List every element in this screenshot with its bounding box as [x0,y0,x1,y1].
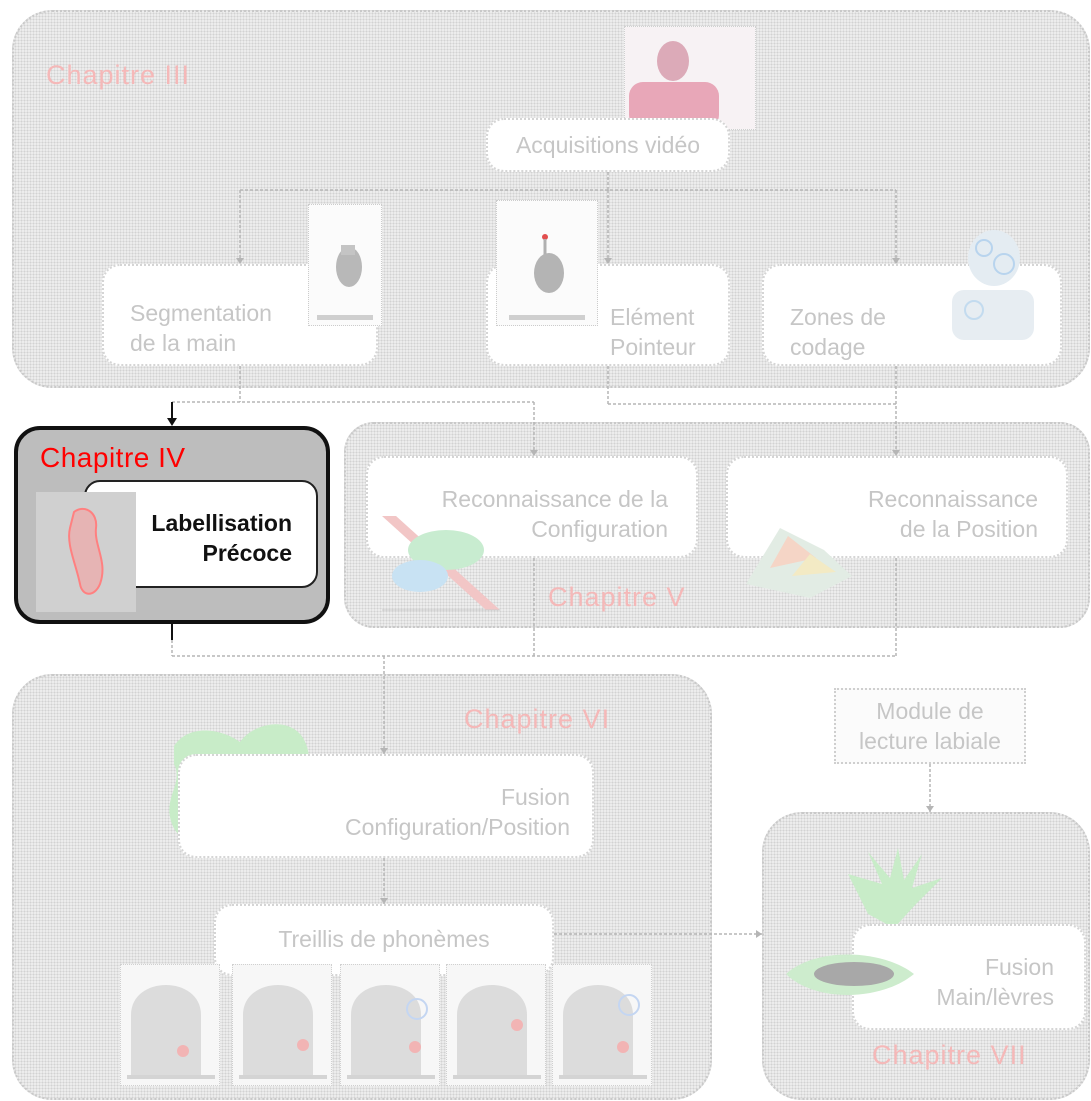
segmented-hand-image [308,204,382,326]
hand-shape-image [838,844,948,930]
lip-reading-module-box: Module de lecture labiale [834,688,1026,764]
lattice-thumbnail-3 [340,964,440,1086]
labelled-hand-image [36,492,136,612]
video-acquisition-box: Acquisitions vidéo [486,118,730,172]
chapter-5-label: Chapitre V [548,582,686,612]
configuration-plot-image [376,506,500,616]
chapter-6-label: Chapitre VI [464,704,611,734]
pointing-hand-image [496,200,598,326]
configuration-position-fusion-box: Fusion Configuration/Position [178,754,594,858]
chapter-4-panel: Chapitre IV Labellisation Précoce [14,426,330,624]
video-acquisition-image [624,26,756,130]
lattice-thumbnail-1 [120,964,220,1086]
lattice-thumbnail-4 [446,964,546,1086]
chapter-7-label: Chapitre VII [872,1040,1027,1070]
lips-image [784,944,916,1006]
chapter-4-label: Chapitre IV [40,442,186,473]
chapter-3-label: Chapitre III [46,60,191,90]
position-surface-image [740,506,858,602]
hand-lips-fusion-box: Fusion Main/lèvres [852,924,1086,1030]
coding-zones-box: Zones de codage [762,264,1062,366]
lattice-thumbnail-5 [552,964,652,1086]
lattice-thumbnail-2 [232,964,332,1086]
coding-zones-image [944,218,1040,342]
